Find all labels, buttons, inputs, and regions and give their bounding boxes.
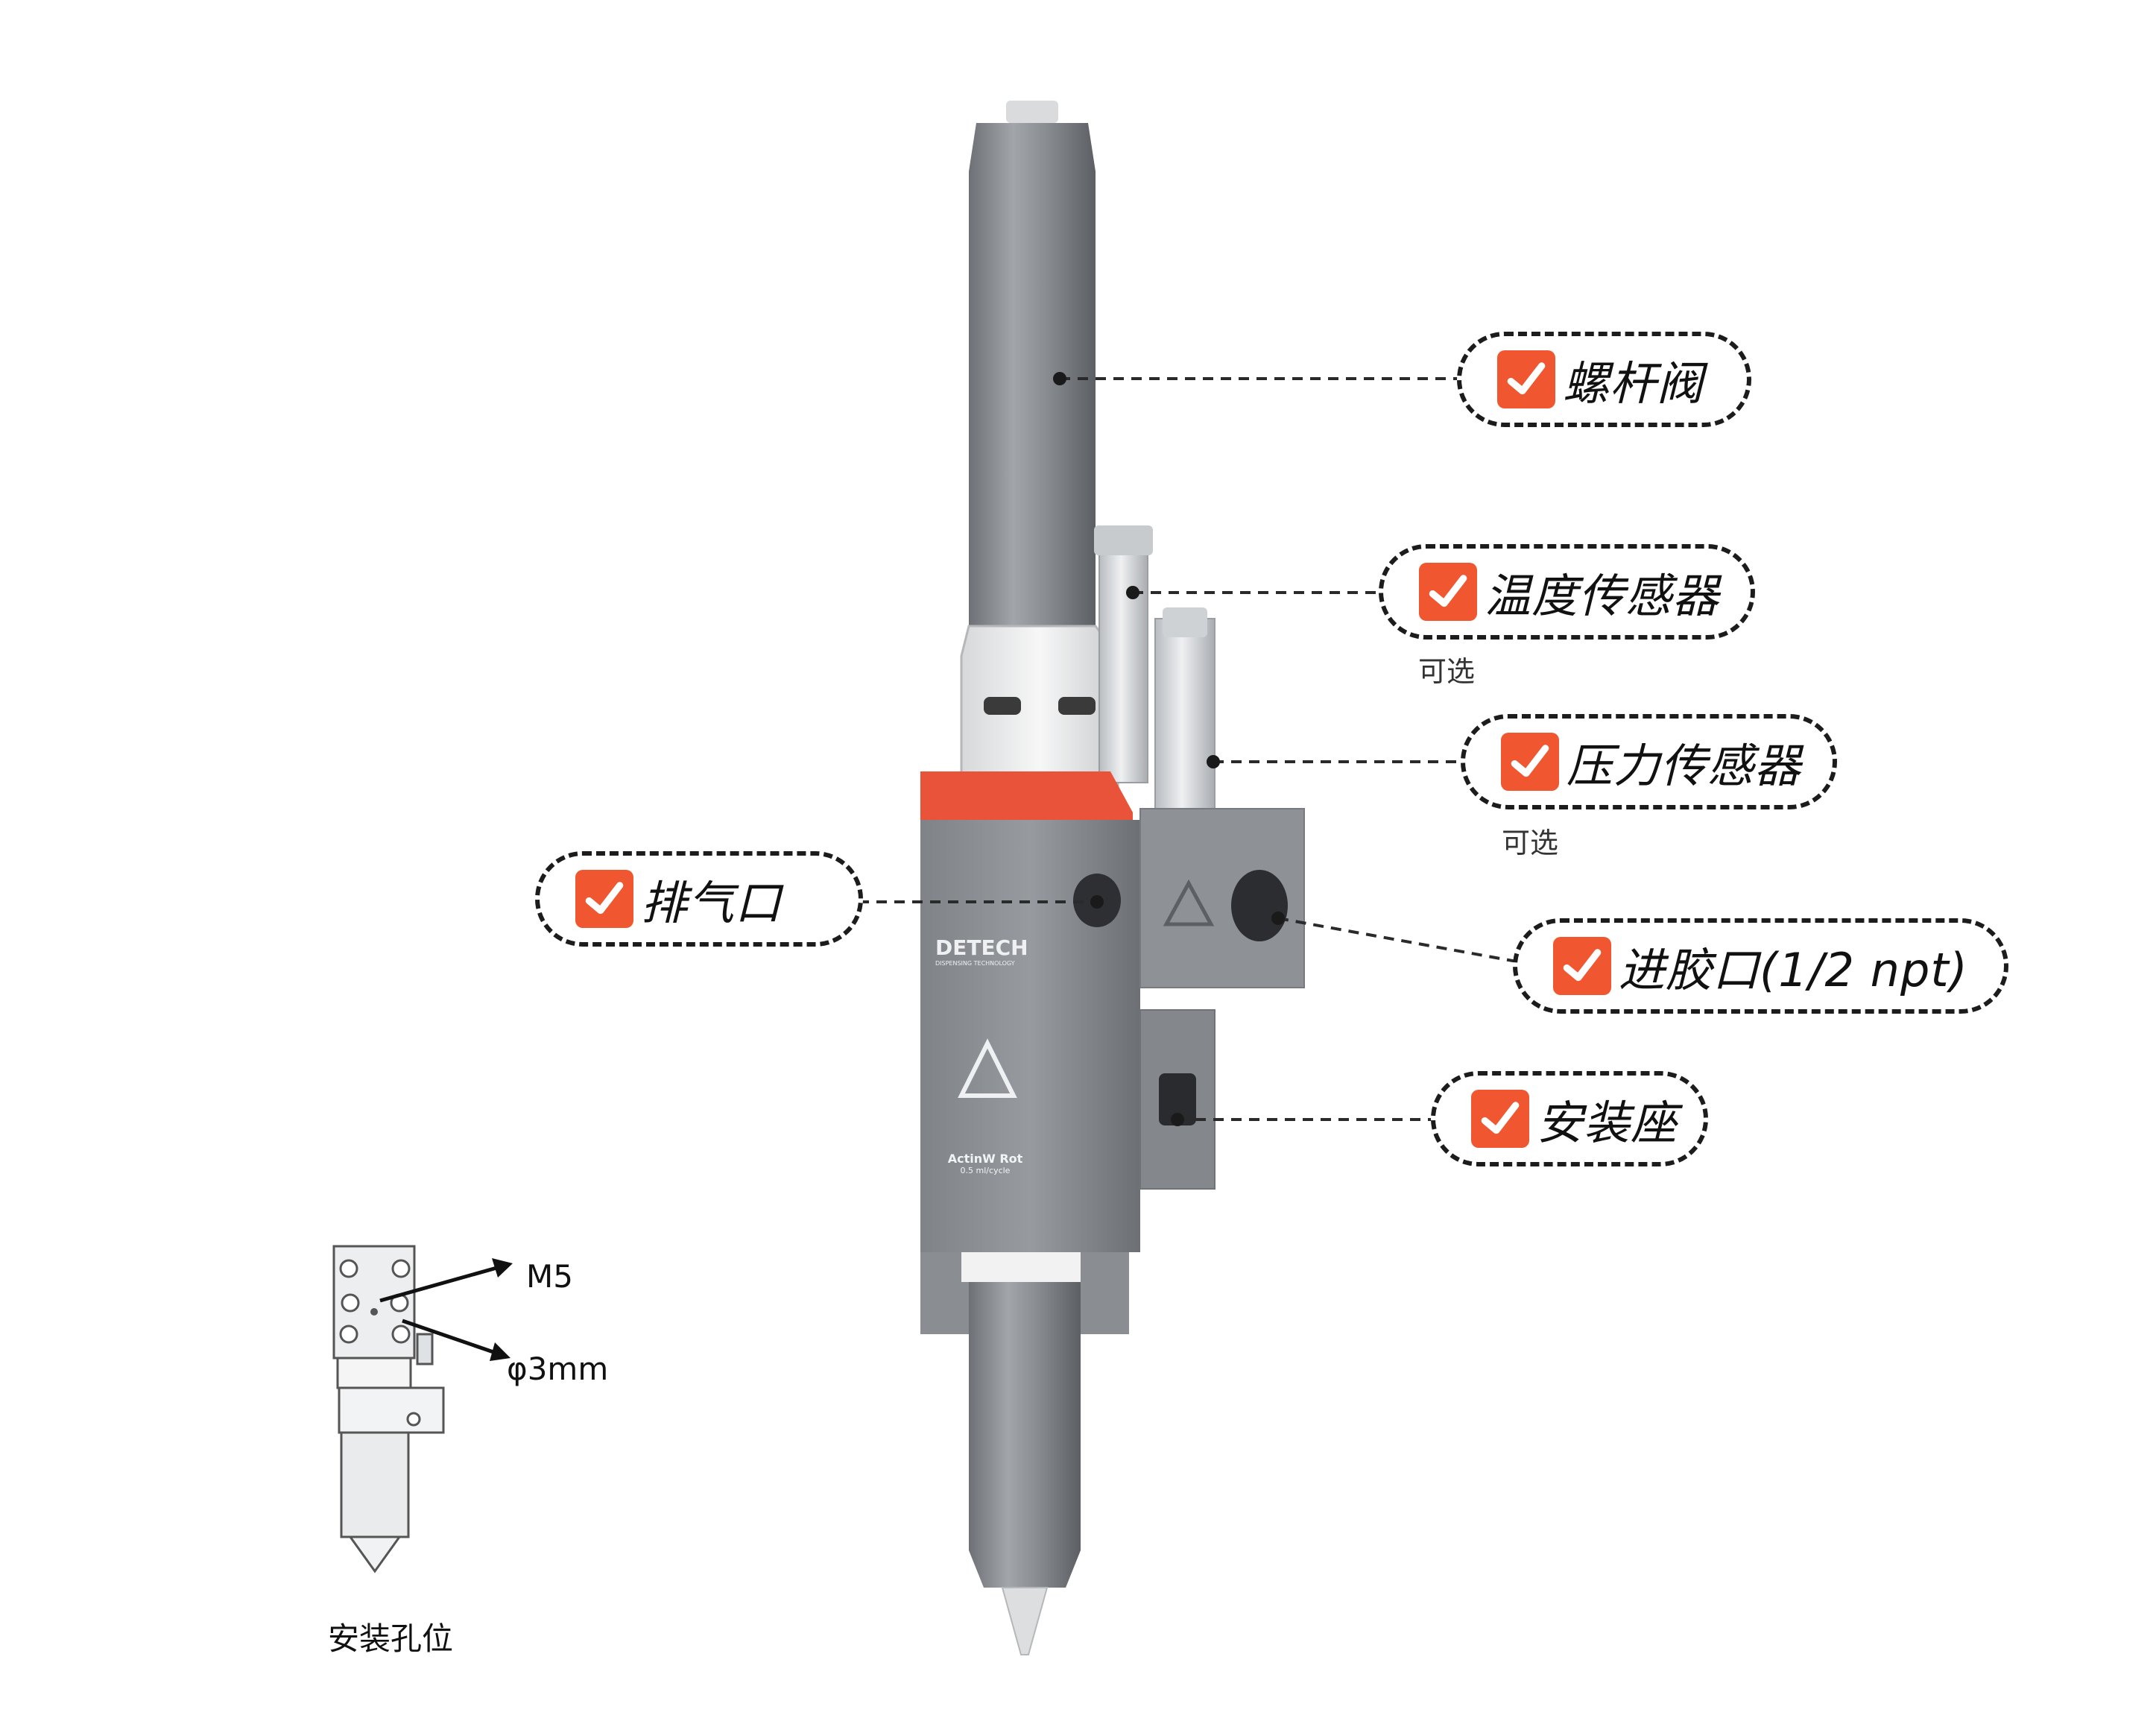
pressure-sensor-body <box>1154 618 1215 821</box>
check-icon <box>1501 733 1559 791</box>
check-icon <box>1471 1090 1529 1148</box>
leader-inlet <box>1277 917 1517 963</box>
callout-pressure-sensor: 压力传感器 <box>1461 714 1837 809</box>
red-band <box>920 771 1133 820</box>
pin-diameter-label: φ3mm <box>507 1351 609 1387</box>
nozzle-tip <box>1001 1587 1049 1655</box>
mounting-caption: 安装孔位 <box>328 1620 454 1657</box>
m5-label: M5 <box>526 1258 573 1295</box>
callout-temp-sensor: 温度传感器 <box>1379 544 1755 640</box>
label-screw-valve: 螺杆阀 <box>1563 356 1704 411</box>
callout-exhaust-port: 排气口 <box>535 851 863 947</box>
m5-arrow <box>379 1265 500 1303</box>
label-inlet-port: 进胶口(1/2 npt) <box>1619 943 1968 997</box>
temp-sensor-body <box>1098 536 1148 783</box>
pin-arrow <box>402 1319 496 1355</box>
label-mount-seat: 安装座 <box>1537 1096 1678 1150</box>
check-icon <box>1419 563 1477 621</box>
callout-inlet-port: 进胶口(1/2 npt) <box>1513 918 2008 1014</box>
brand-subtitle: DISPENSING TECHNOLOGY <box>935 960 1015 967</box>
label-exhaust-port: 排气口 <box>641 876 783 930</box>
label-temp-sensor: 温度传感器 <box>1485 569 1720 623</box>
check-icon <box>575 870 633 928</box>
main-body <box>920 820 1140 1252</box>
check-icon <box>1497 350 1555 408</box>
model-name: ActinW Rot <box>947 1152 1023 1166</box>
model-label: ActinW Rot 0.5 ml/cycle <box>941 1152 1030 1175</box>
check-icon <box>1553 937 1611 995</box>
upper-barrel <box>969 123 1096 641</box>
brand-name: DETECH <box>935 935 1028 960</box>
callout-mount-seat: 安装座 <box>1431 1071 1708 1166</box>
pressure-optional-note: 可选 <box>1502 827 1559 859</box>
temp-optional-note: 可选 <box>1418 655 1476 688</box>
lower-barrel <box>969 1282 1081 1588</box>
top-cap <box>1006 101 1058 123</box>
callout-screw-valve: 螺杆阀 <box>1457 332 1751 427</box>
mounting-drawing <box>332 1245 445 1573</box>
model-capacity: 0.5 ml/cycle <box>960 1166 1011 1175</box>
brand-logo: DETECH DISPENSING TECHNOLOGY <box>935 935 1032 967</box>
label-pressure-sensor: 压力传感器 <box>1567 739 1802 793</box>
